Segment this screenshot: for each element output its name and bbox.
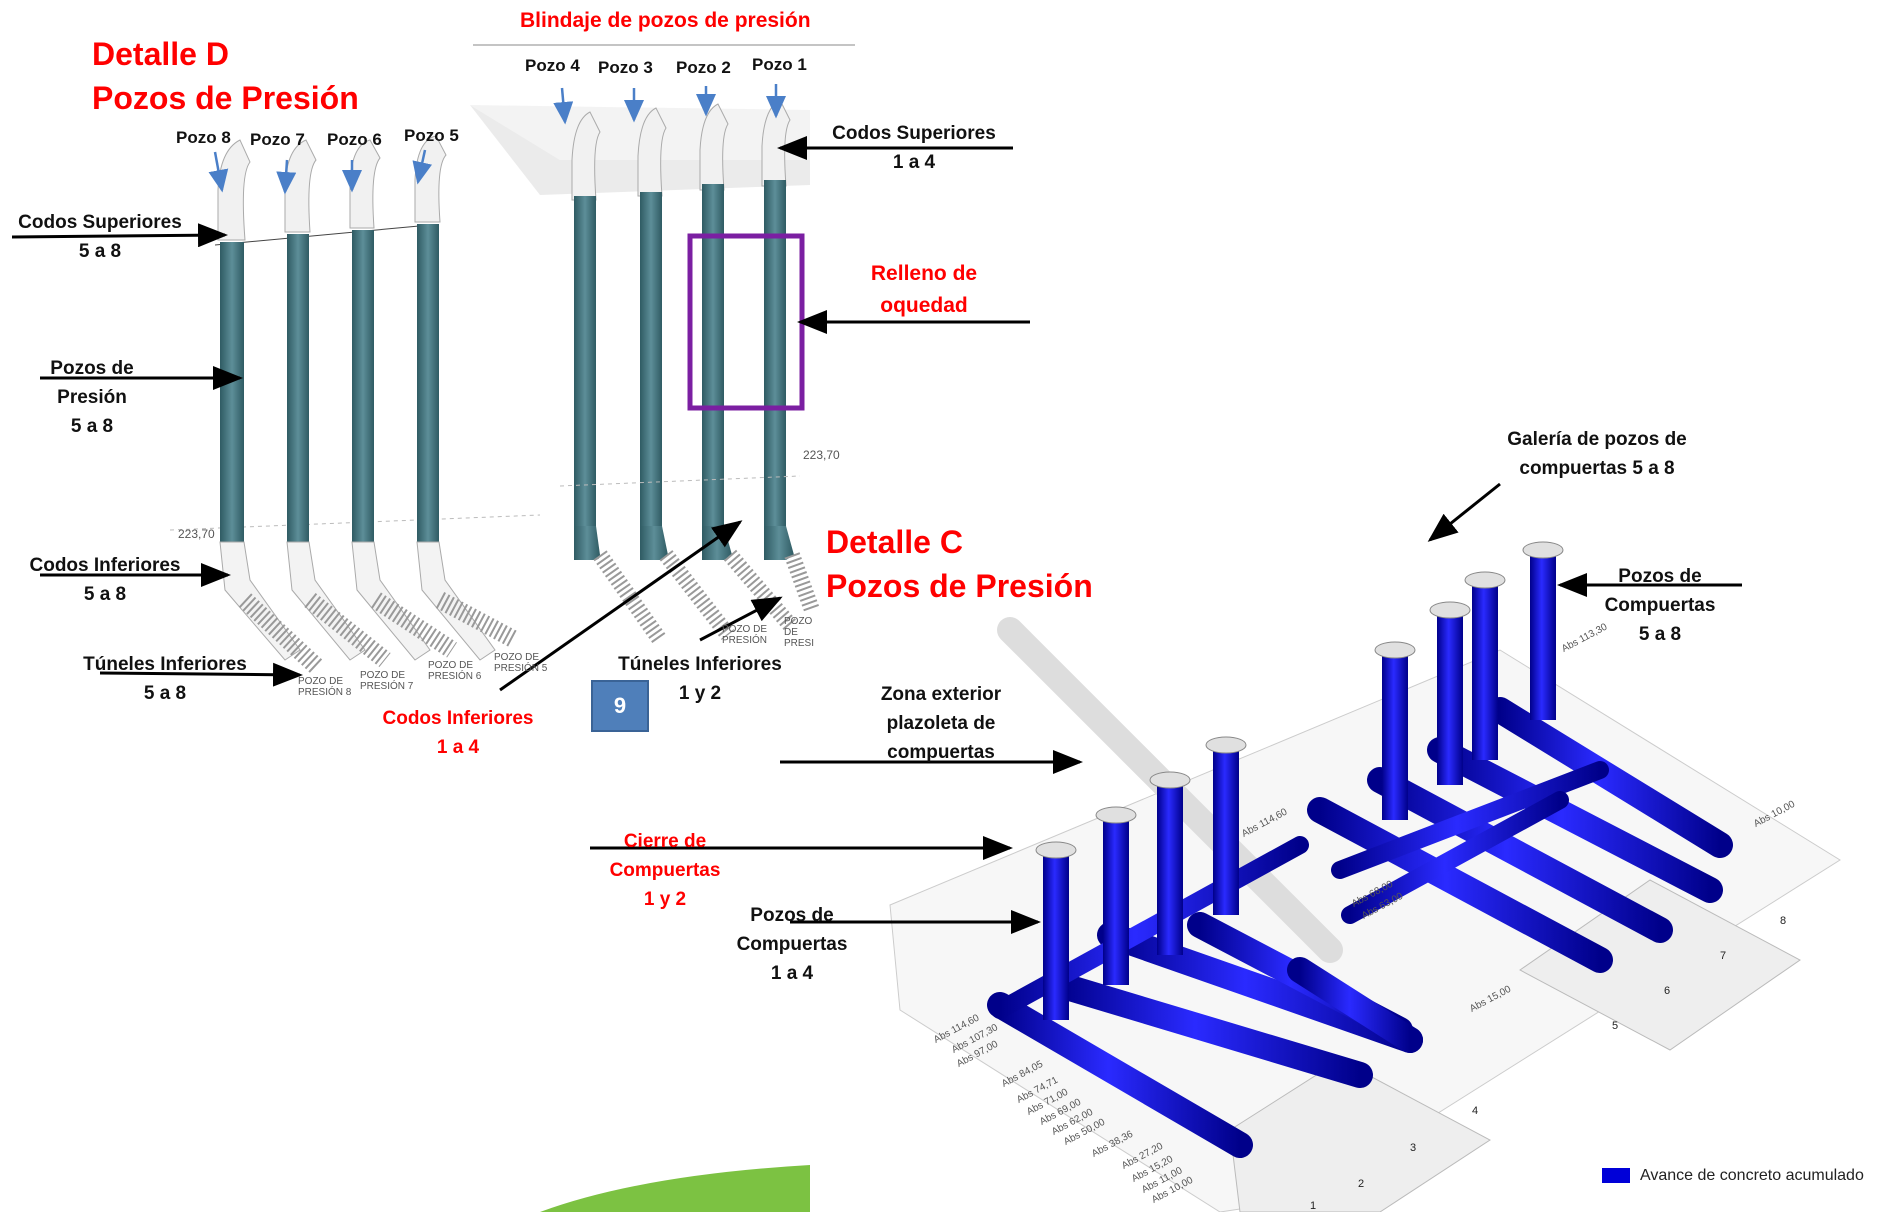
pc14-line1: Pozos de <box>750 905 834 926</box>
codos-sup-14-line2: 1 a 4 <box>892 152 936 173</box>
pozos-compuertas-5-8-label: Pozos de Compuertas 5 a 8 <box>1592 562 1728 649</box>
zona-line3: compuertas <box>887 742 995 763</box>
codos-superiores-1-4-label: Codos Superiores 1 a 4 <box>826 119 1002 177</box>
codos-inf-14-line1: Codos Inferiores <box>382 708 534 729</box>
tuneles-12-line2: 1 y 2 <box>678 683 722 704</box>
pozos-presion-line2: Presión <box>57 387 127 408</box>
gate-number: 6 <box>1664 985 1671 997</box>
tuneles-inferiores-1-2-label: Túneles Inferiores 1 y 2 <box>608 650 792 708</box>
detail-c-title: Detalle C Pozos de Presión <box>826 520 1093 608</box>
pc14-line2: Compuertas <box>736 934 848 955</box>
gate-number: 2 <box>1358 1178 1365 1190</box>
tuneles-12-line1: Túneles Inferiores <box>618 654 782 675</box>
pc58-line2: Compuertas <box>1604 595 1716 616</box>
detail-d-title-line2: Pozos de Presión <box>92 80 359 116</box>
detail-d-title: Detalle D Pozos de Presión <box>92 32 359 120</box>
pozos-compuertas-1-4-label: Pozos de Compuertas 1 a 4 <box>724 901 860 988</box>
tunnel-tag-6: POZO DE PRESIÓN 6 <box>428 660 482 682</box>
gate-number: 7 <box>1720 950 1727 962</box>
cierre-compuertas-label: Cierre de Compuertas 1 y 2 <box>600 827 730 914</box>
codos-superiores-5-8-label: Codos Superiores 5 a 8 <box>12 208 188 266</box>
blindaje-header: Blindaje de pozos de presión <box>520 9 811 32</box>
gate-number: 8 <box>1780 915 1787 927</box>
pozo-6-label: Pozo 6 <box>327 130 382 149</box>
detail-d-title-line1: Detalle D <box>92 36 229 72</box>
pozos-presion-line3: 5 a 8 <box>70 416 114 437</box>
pozo-2-label: Pozo 2 <box>676 58 731 77</box>
gate-number: 1 <box>1310 1200 1317 1212</box>
detail-c-title-line2: Pozos de Presión <box>826 568 1093 604</box>
pc58-line1: Pozos de <box>1618 566 1702 587</box>
blindaje-shafts <box>470 44 855 645</box>
detail-d-shafts <box>169 135 541 675</box>
zona-exterior-label: Zona exterior plazoleta de compuertas <box>866 680 1016 767</box>
relleno-oquedad-label: Relleno de oquedad <box>860 258 988 322</box>
pozo-8-label: Pozo 8 <box>176 128 231 147</box>
legend: Avance de concreto acumulado <box>1602 1167 1864 1185</box>
galeria-label: Galería de pozos de compuertas 5 a 8 <box>1486 425 1708 483</box>
relleno-line2: oquedad <box>880 294 968 317</box>
relleno-line1: Relleno de <box>870 262 978 285</box>
legend-swatch <box>1602 1168 1630 1184</box>
galeria-line1: Galería de pozos de <box>1507 429 1687 450</box>
cierre-line2: Compuertas <box>609 860 721 881</box>
pc14-line3: 1 a 4 <box>770 963 814 984</box>
codos-inf-58-line1: Codos Inferiores <box>29 555 181 576</box>
galeria-line2: compuertas 5 a 8 <box>1519 458 1675 479</box>
elevation-label-d: 223,70 <box>178 527 215 541</box>
codos-sup-58-line1: Codos Superiores <box>18 212 182 233</box>
pozos-presion-line1: Pozos de <box>50 358 134 379</box>
zona-line1: Zona exterior <box>880 684 1002 705</box>
tunnel-tag-8: POZO DE PRESIÓN 8 <box>298 676 352 698</box>
legend-text: Avance de concreto acumulado <box>1640 1167 1864 1184</box>
annotation-arrows <box>11 136 1742 934</box>
codos-sup-58-line2: 5 a 8 <box>78 241 122 262</box>
tuneles-inferiores-5-8-label: Túneles Inferiores 5 a 8 <box>72 650 258 708</box>
codos-inf-58-line2: 5 a 8 <box>83 584 127 605</box>
codos-sup-14-line1: Codos Superiores <box>832 123 996 144</box>
pozo-3-label: Pozo 3 <box>598 58 653 77</box>
zona-line2: plazoleta de <box>886 713 996 734</box>
tunnel-tag-7: POZO DE PRESIÓN 7 <box>360 670 414 692</box>
gate-number: 4 <box>1472 1105 1479 1117</box>
pozo-4-label: Pozo 4 <box>525 56 580 75</box>
pozo-5-label: Pozo 5 <box>404 126 459 145</box>
detail-c-structure <box>889 541 1841 1212</box>
pozos-presion-5-8-label: Pozos de Presión 5 a 8 <box>40 354 144 441</box>
gate-number: 3 <box>1410 1142 1417 1154</box>
green-swoosh <box>540 1165 810 1212</box>
tuneles-58-line2: 5 a 8 <box>143 683 187 704</box>
pozo-7-label: Pozo 7 <box>250 130 305 149</box>
tuneles-58-line1: Túneles Inferiores <box>83 654 247 675</box>
elevation-label-blindaje: 223,70 <box>803 448 840 462</box>
pozo-1-label: Pozo 1 <box>752 55 807 74</box>
tunnel-tag-2: POZO DE PRESIÓN <box>722 624 768 646</box>
codos-inferiores-5-8-label: Codos Inferiores 5 a 8 <box>20 551 190 609</box>
page-badge: 9 <box>591 680 649 732</box>
tunnel-tag-1: POZO DE PRESIÓN <box>784 616 814 649</box>
cierre-line3: 1 y 2 <box>643 889 687 910</box>
detail-c-title-line1: Detalle C <box>826 524 963 560</box>
pozo-pointers <box>208 84 786 195</box>
codos-inf-14-line2: 1 a 4 <box>436 737 480 758</box>
cierre-line1: Cierre de <box>623 831 707 852</box>
tunnel-tag-5: POZO DE PRESIÓN 5 <box>494 652 548 674</box>
pc58-line3: 5 a 8 <box>1638 624 1682 645</box>
gate-number: 5 <box>1612 1020 1619 1032</box>
codos-inferiores-1-4-label: Codos Inferiores 1 a 4 <box>374 704 542 762</box>
